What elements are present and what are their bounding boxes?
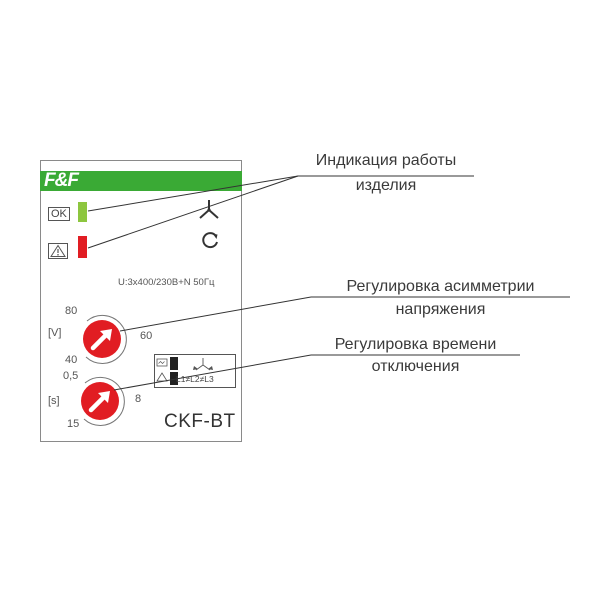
voltage-scale-max: 80 (65, 305, 78, 317)
alarm-led (78, 236, 87, 258)
indication-leader-ok (87, 175, 299, 212)
time-unit-label: [s] (48, 395, 60, 407)
arrow-pointer-icon (90, 329, 112, 351)
time-delay-knob[interactable] (74, 375, 126, 432)
supply-rating: U:3x400/230B+N 50Гц (118, 277, 215, 288)
time-scale-min: 0,5 (63, 370, 79, 382)
phase-legend-text: L1≠L2≠L3 (176, 374, 214, 384)
callout-indication-line2: изделия (355, 177, 417, 194)
ok-label: OK (48, 207, 70, 221)
time-scale-max: 15 (67, 418, 80, 430)
indication-leader-alarm (87, 175, 299, 249)
time-scale-mid: 8 (135, 393, 142, 405)
voltage-scale-mid: 60 (140, 330, 153, 342)
callout-asymmetry-line1: Регулировка асимметрии (346, 278, 535, 295)
callout-indication-line1: Индикация работы (315, 152, 457, 169)
phase-legend-block (154, 354, 236, 393)
callout-time-line2: отключения (371, 358, 460, 375)
warning-triangle-icon (48, 243, 68, 264)
callout-asymmetry-line2: напряжения (395, 301, 486, 318)
voltage-scale-min: 40 (65, 354, 78, 366)
voltage-unit-label: [V] (48, 327, 62, 339)
ok-led (78, 202, 87, 222)
voltage-asymmetry-knob[interactable] (76, 313, 128, 370)
callout-time-line1: Регулировка времени (334, 336, 497, 353)
brand-bar: F&F (40, 171, 242, 191)
arrow-pointer-icon (88, 391, 110, 413)
asymmetry-leader (119, 296, 312, 332)
rotation-arrow-icon (199, 230, 221, 257)
time-leader (113, 354, 312, 391)
three-phase-star-icon (197, 198, 221, 227)
brand-logo: F&F (44, 171, 79, 191)
model-name: CKF-BT (164, 411, 236, 432)
